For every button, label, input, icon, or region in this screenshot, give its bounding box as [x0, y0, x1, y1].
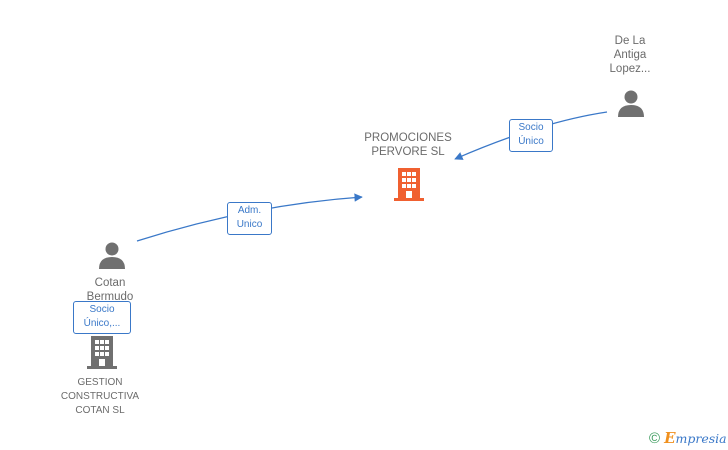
empresia-watermark: © Empresia [649, 428, 727, 448]
node-label-cotan: Cotan Bermudo [86, 277, 134, 303]
edge-label-socio-unico[interactable]: Socio Único [509, 119, 553, 152]
edge-label-adm-unico[interactable]: Adm. Unico [227, 202, 272, 235]
person-icon[interactable] [98, 241, 126, 269]
node-label-delaantiga: De La Antiga Lopez... [609, 35, 651, 75]
brand-logo: Empresia [664, 429, 727, 447]
building-icon[interactable] [393, 167, 425, 202]
node-label-promociones: PROMOCIONES PERVORE SL [364, 132, 452, 158]
person-icon[interactable] [617, 89, 645, 117]
copyright-icon: © [649, 429, 661, 447]
building-icon[interactable] [86, 335, 118, 370]
node-label-gestion: GESTION CONSTRUCTIVA COTAN SL [60, 377, 140, 416]
edge-label-socio-unico-2[interactable]: Socio Único,... [73, 301, 131, 334]
